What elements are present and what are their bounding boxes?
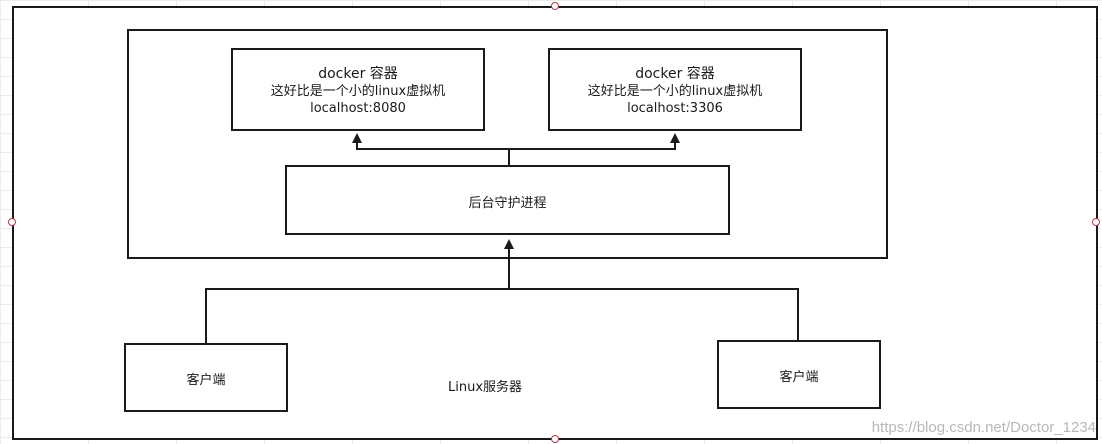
server-label: Linux服务器 bbox=[448, 380, 523, 395]
container-description: 这好比是一个小的linux虚拟机 bbox=[587, 84, 763, 99]
watermark: https://blog.csdn.net/Doctor_1234 bbox=[871, 419, 1096, 436]
container-title: docker 容器 bbox=[635, 66, 715, 82]
client-label: 客户端 bbox=[186, 373, 226, 388]
client-label: 客户端 bbox=[779, 370, 819, 385]
bottom-resize-handle[interactable] bbox=[551, 435, 559, 443]
client-box-1: 客户端 bbox=[124, 343, 288, 412]
top-resize-handle[interactable] bbox=[551, 2, 559, 10]
docker-container-2: docker 容器 这好比是一个小的linux虚拟机 localhost:330… bbox=[548, 48, 802, 131]
docker-container-1: docker 容器 这好比是一个小的linux虚拟机 localhost:808… bbox=[231, 48, 485, 131]
left-resize-handle[interactable] bbox=[8, 218, 16, 226]
daemon-label: 后台守护进程 bbox=[468, 196, 547, 211]
container-title: docker 容器 bbox=[318, 66, 398, 82]
container-port: localhost:3306 bbox=[627, 101, 723, 116]
client-2-to-daemon-line bbox=[509, 288, 799, 341]
daemon-to-container-1-arrow bbox=[352, 133, 510, 165]
container-port: localhost:8080 bbox=[310, 101, 406, 116]
container-description: 这好比是一个小的linux虚拟机 bbox=[270, 84, 446, 99]
right-resize-handle[interactable] bbox=[1092, 218, 1100, 226]
daemon-to-container-2-arrow bbox=[509, 133, 680, 150]
client-1-to-daemon-line bbox=[205, 288, 509, 343]
client-box-2: 客户端 bbox=[717, 340, 881, 409]
daemon-box: 后台守护进程 bbox=[285, 165, 730, 235]
